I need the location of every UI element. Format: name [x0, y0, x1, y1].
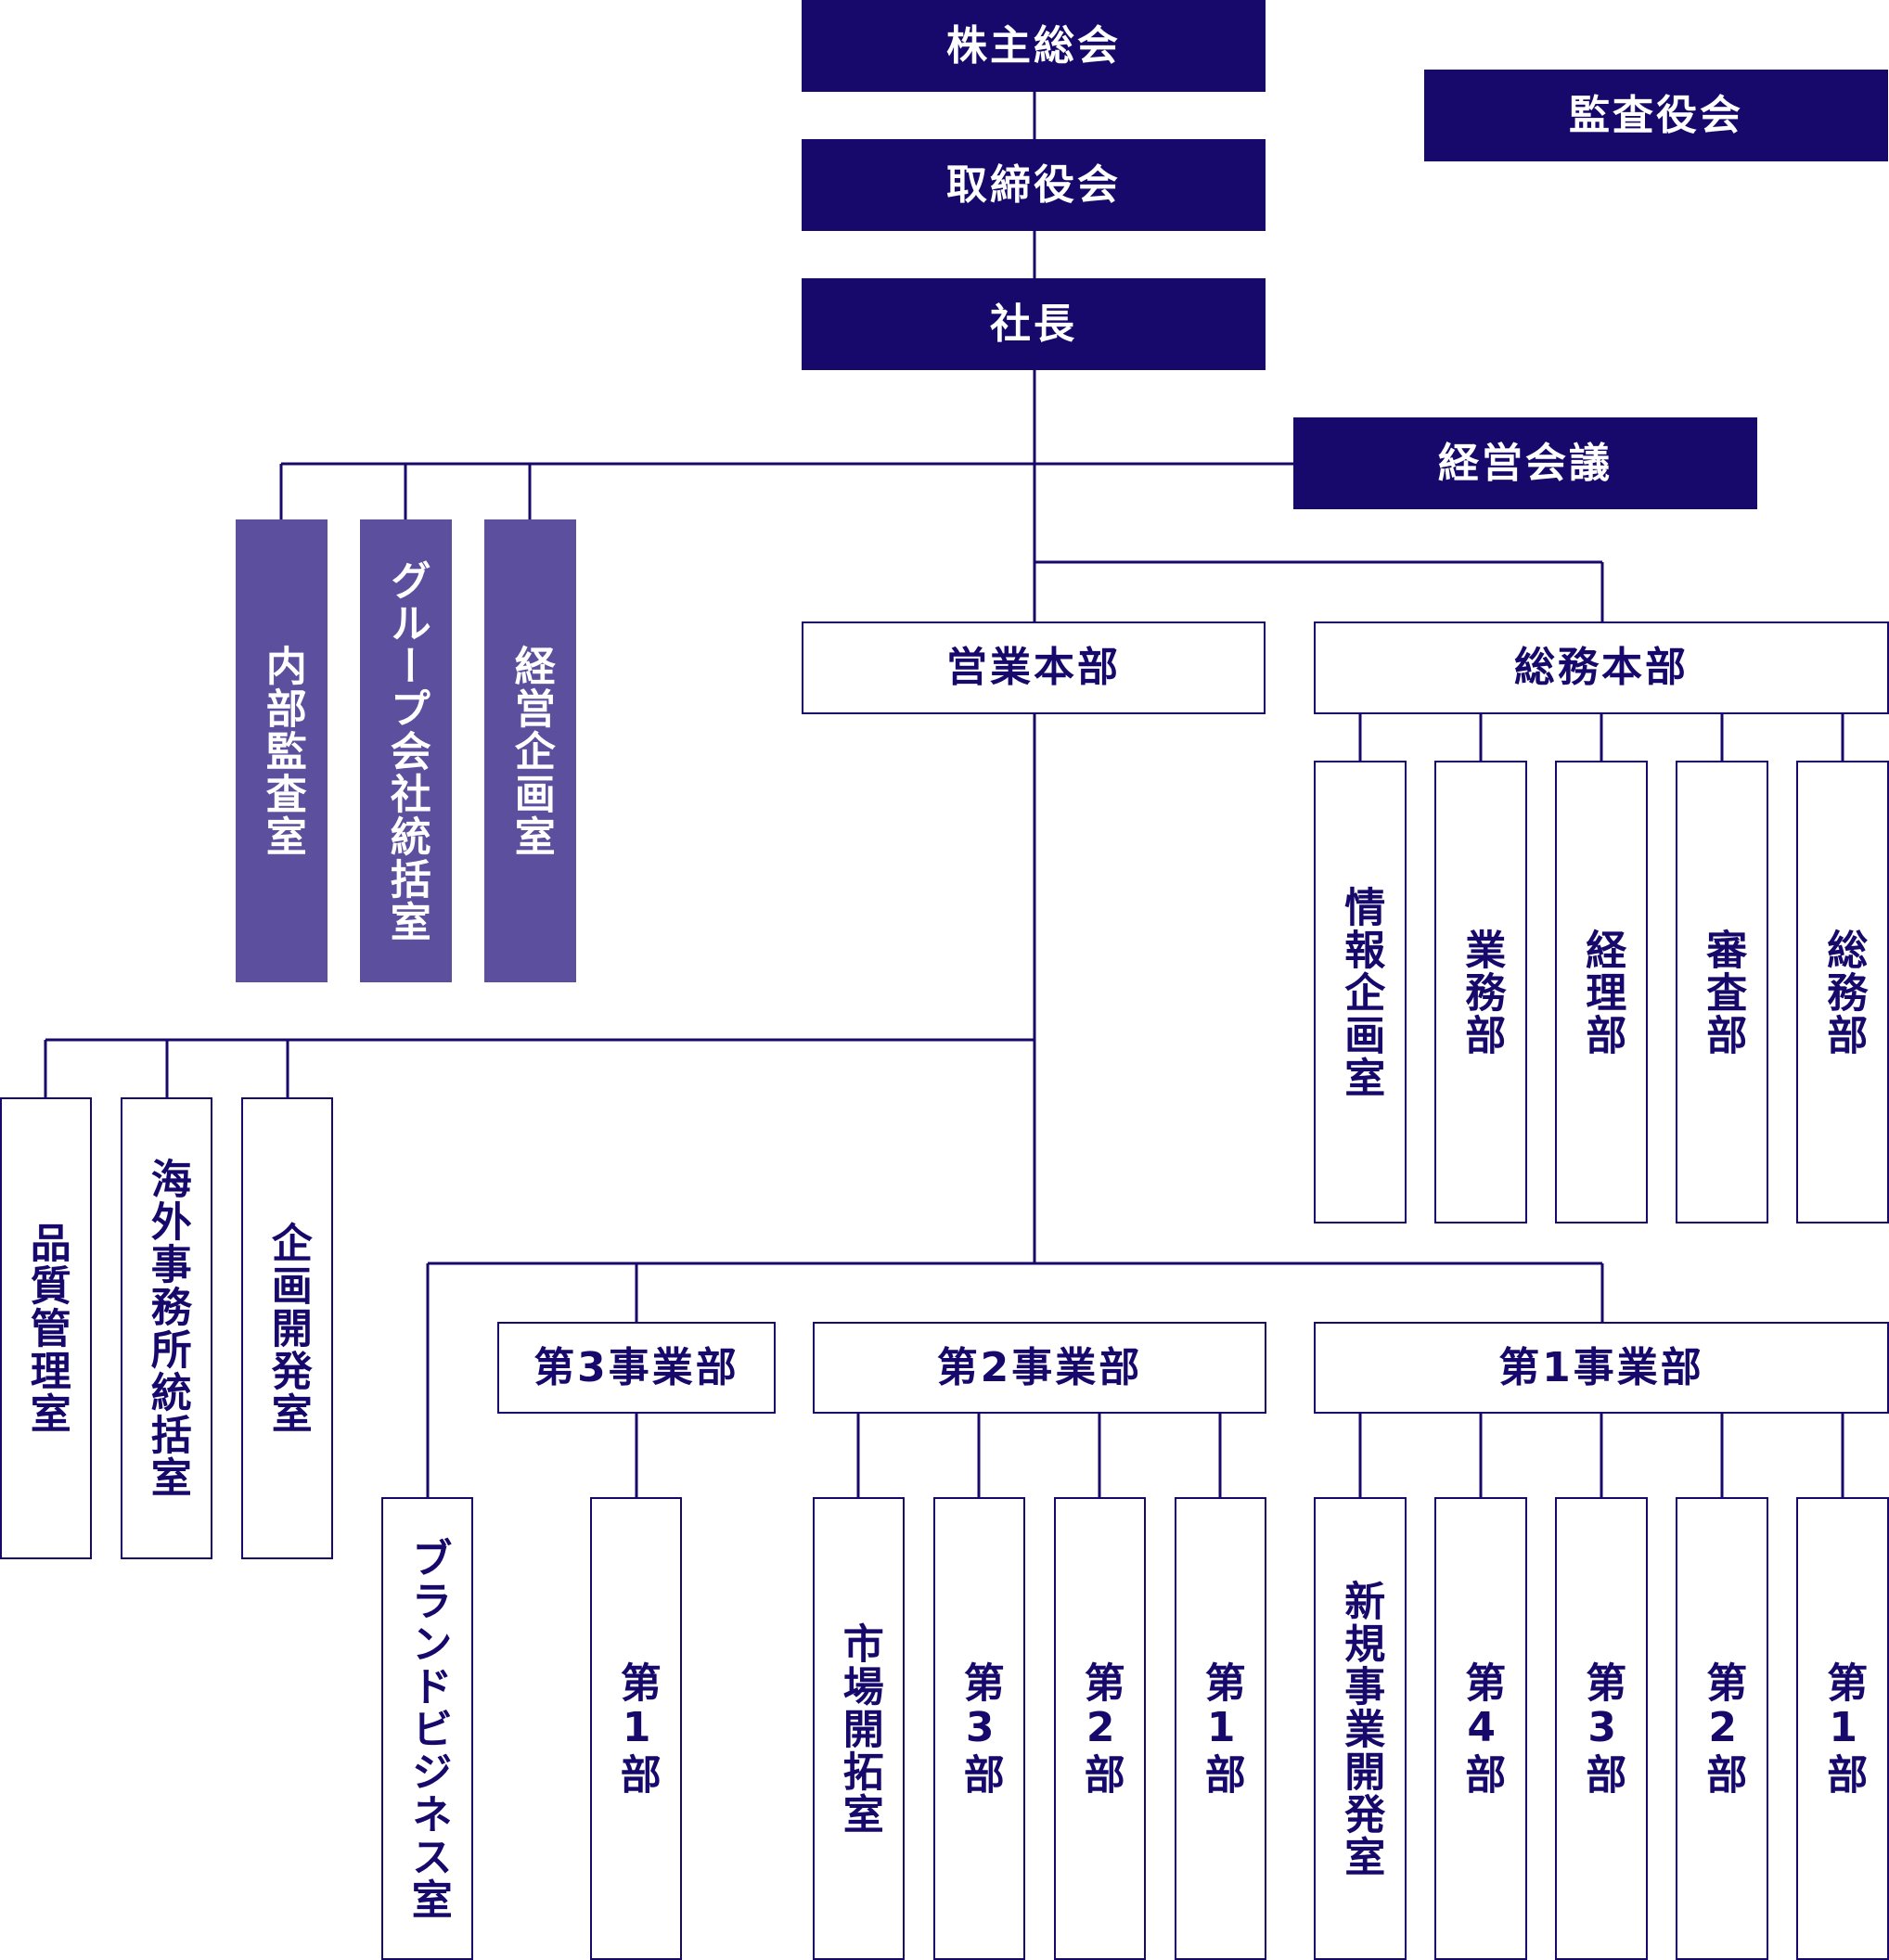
group-companies-office-box: グループ会社統括室	[360, 519, 452, 982]
division-2-box: 第2事業部	[813, 1322, 1266, 1414]
general-affairs-dept-box: 総務部	[1796, 761, 1889, 1223]
brand-business-office-box: ブランドビジネス室	[381, 1497, 473, 1960]
internal-audit-office-box: 内部監査室	[236, 519, 328, 982]
planning-development-office-label: 企画開発室	[263, 1222, 312, 1435]
audit-board-box: 監査役会	[1424, 70, 1888, 161]
new-business-office-box: 新規事業開発室	[1314, 1497, 1407, 1960]
planning-development-office-box: 企画開発室	[241, 1097, 333, 1559]
corporate-planning-office-box: 経営企画室	[484, 519, 576, 982]
div1-section-4-box: 第4部	[1434, 1497, 1527, 1960]
div3-section-1-box: 第1部	[590, 1497, 682, 1960]
overseas-offices-label: 海外事務所統括室	[143, 1158, 191, 1499]
brand-business-office-label: ブランドビジネス室	[404, 1536, 452, 1921]
division-2-label: 第2事業部	[936, 1343, 1143, 1391]
division-3-box: 第3事業部	[497, 1322, 776, 1414]
president-box: 社長	[802, 278, 1266, 370]
overseas-offices-box: 海外事務所統括室	[121, 1097, 212, 1559]
info-planning-office-box: 情報企画室	[1314, 761, 1407, 1223]
market-development-office-box: 市場開拓室	[813, 1497, 905, 1960]
div1-section-1-box: 第1部	[1796, 1497, 1889, 1960]
div2-section-3-label: 第3部	[956, 1661, 1004, 1796]
market-development-office-label: 市場開拓室	[835, 1621, 883, 1836]
sales-hq-label: 営業本部	[946, 644, 1121, 691]
general-affairs-dept-label: 総務部	[1819, 928, 1868, 1057]
board-of-directors-label: 取締役会	[946, 160, 1121, 209]
audit-board-label: 監査役会	[1569, 91, 1743, 139]
general-affairs-hq-label: 総務本部	[1514, 644, 1689, 691]
div2-section-3-box: 第3部	[933, 1497, 1025, 1960]
review-dept-box: 審査部	[1676, 761, 1768, 1223]
board-of-directors-box: 取締役会	[802, 139, 1266, 231]
division-1-label: 第1事業部	[1498, 1343, 1704, 1391]
management-meeting-box: 経営会議	[1293, 417, 1757, 509]
group-companies-office-label: グループ会社統括室	[382, 558, 430, 943]
new-business-office-label: 新規事業開発室	[1337, 1579, 1385, 1878]
general-affairs-hq-box: 総務本部	[1314, 621, 1889, 714]
accounting-dept-box: 経理部	[1555, 761, 1648, 1223]
sales-hq-box: 営業本部	[802, 621, 1266, 714]
div3-section-1-label: 第1部	[612, 1661, 661, 1796]
accounting-dept-label: 経理部	[1578, 928, 1626, 1057]
shareholders-meeting-label: 株主総会	[946, 21, 1121, 70]
corporate-planning-office-label: 経営企画室	[507, 644, 555, 858]
quality-control-office-box: 品質管理室	[0, 1097, 92, 1559]
div1-section-1-label: 第1部	[1819, 1661, 1868, 1796]
shareholders-meeting-box: 株主総会	[802, 0, 1266, 92]
president-label: 社長	[990, 300, 1077, 348]
internal-audit-office-label: 内部監査室	[258, 644, 306, 858]
operations-dept-label: 業務部	[1458, 928, 1506, 1057]
management-meeting-label: 経営会議	[1438, 439, 1613, 487]
div1-section-3-box: 第3部	[1555, 1497, 1648, 1960]
info-planning-office-label: 情報企画室	[1337, 885, 1385, 1099]
quality-control-office-label: 品質管理室	[22, 1222, 71, 1435]
div1-section-4-label: 第4部	[1458, 1661, 1506, 1796]
div2-section-1-label: 第1部	[1197, 1661, 1245, 1796]
division-3-label: 第3事業部	[533, 1343, 739, 1391]
div2-section-1-box: 第1部	[1175, 1497, 1266, 1960]
div1-section-3-label: 第3部	[1578, 1661, 1626, 1796]
operations-dept-box: 業務部	[1434, 761, 1527, 1223]
div2-section-2-box: 第2部	[1054, 1497, 1146, 1960]
review-dept-label: 審査部	[1699, 928, 1747, 1057]
div1-section-2-label: 第2部	[1699, 1661, 1747, 1796]
div1-section-2-box: 第2部	[1676, 1497, 1768, 1960]
div2-section-2-label: 第2部	[1076, 1661, 1124, 1796]
division-1-box: 第1事業部	[1314, 1322, 1889, 1414]
